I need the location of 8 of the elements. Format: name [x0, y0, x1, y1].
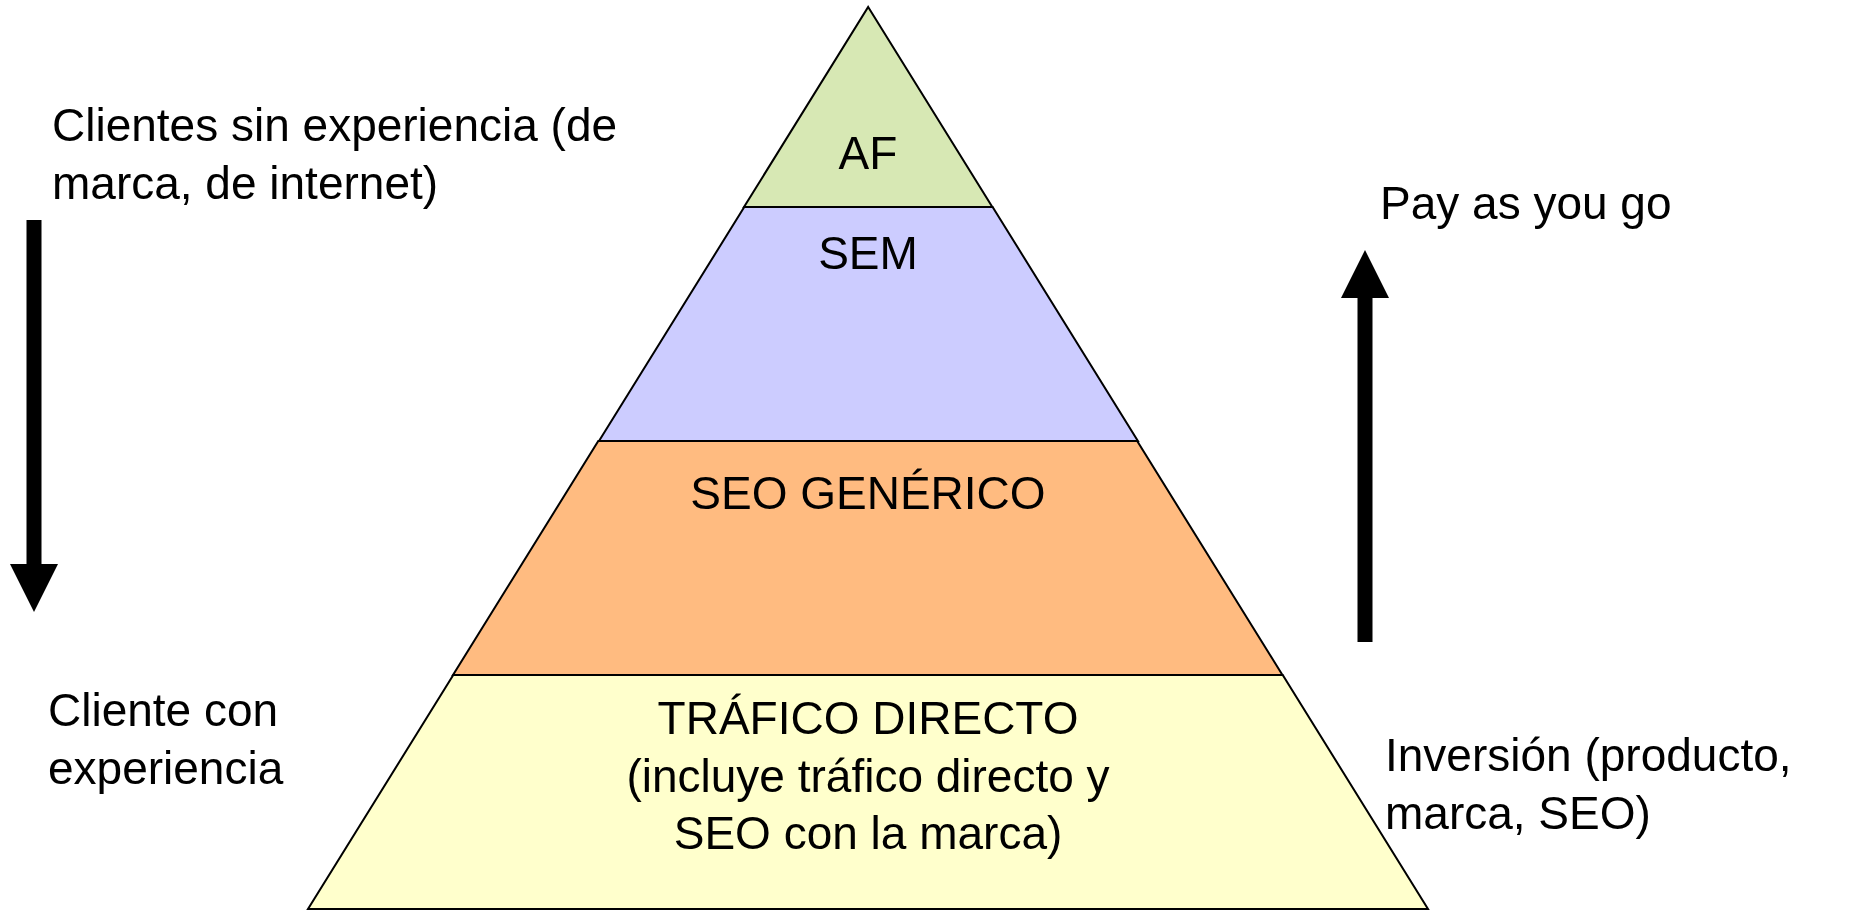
tier-label: AF — [837, 126, 899, 181]
side-note: Inversión (producto, marca, SEO) — [1385, 728, 1793, 841]
tier-label: TRÁFICO DIRECTO (incluye tráfico directo y SEO con la marca) — [625, 691, 1111, 861]
side-note: Pay as you go — [1380, 176, 1673, 231]
side-note: Cliente con experiencia — [48, 683, 285, 796]
tier-label: SEO GENÉRICO — [689, 466, 1047, 521]
side-note: Clientes sin experiencia (de marca, de internet) — [52, 98, 619, 211]
tier-label: SEM — [817, 226, 919, 281]
